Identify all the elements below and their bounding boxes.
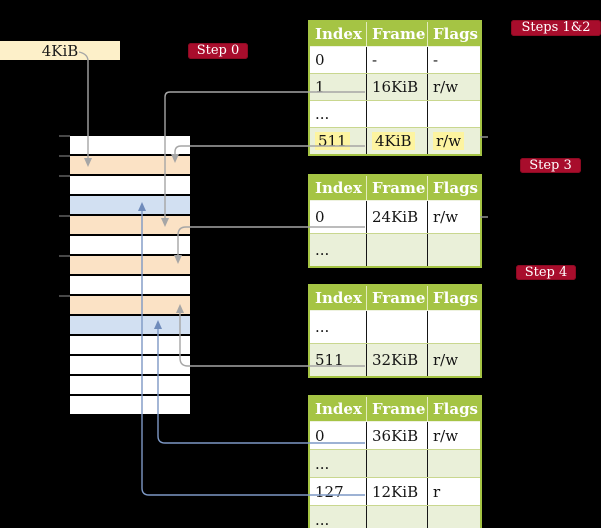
table-cell: 127: [315, 482, 344, 501]
table-row: ...: [310, 100, 480, 127]
column-header: Frame: [366, 22, 427, 46]
table-cell: 12KiB: [366, 478, 427, 505]
table-row: ...: [310, 233, 480, 266]
table-cell: -: [366, 47, 427, 73]
table-cell: -: [427, 47, 480, 73]
table-cell: 1: [315, 78, 325, 96]
table-cell: 511: [310, 128, 366, 154]
table-cell: r/w: [427, 74, 480, 100]
column-header: Frame: [366, 286, 427, 310]
memory-frame-row-blue: [70, 316, 190, 336]
table-cell: [427, 311, 480, 343]
table-cell: [427, 101, 480, 127]
table-cell: 32KiB: [366, 344, 427, 376]
table-cell: 4KiB: [366, 128, 427, 154]
memory-frame-row-wheat: [70, 156, 190, 176]
memory-frame-row-white: [70, 276, 190, 296]
column-header: Index: [315, 400, 362, 418]
badge-step-4: Step 4: [516, 265, 576, 280]
table-cell: ...: [315, 318, 330, 336]
table-cell: ...: [315, 241, 330, 259]
table-cell: 0: [315, 208, 325, 226]
table-row: ...: [310, 505, 480, 528]
memory-tick-marks: [59, 135, 70, 297]
table-row: ...: [310, 310, 480, 343]
table-cell: 0: [315, 426, 325, 445]
physical-memory-column: [70, 136, 190, 416]
badge-step-0: Step 0: [188, 43, 248, 59]
table-cell: r/w: [427, 422, 480, 449]
table-cell: [427, 506, 480, 528]
memory-frame-row-wheat: [70, 216, 190, 236]
column-header: Flags: [427, 176, 480, 200]
table-cell: [427, 234, 480, 266]
table-cell: r/w: [427, 344, 480, 376]
column-header: Flags: [427, 22, 480, 46]
table-cell: ...: [315, 510, 330, 528]
column-header: Frame: [366, 397, 427, 421]
column-header: Index: [315, 179, 362, 197]
column-header: Index: [315, 25, 362, 43]
table-cell: 0: [315, 51, 325, 69]
column-header: Frame: [366, 176, 427, 200]
table-cell: 24KiB: [366, 201, 427, 233]
table-row: ...: [310, 449, 480, 477]
table-row: 0 --: [310, 46, 480, 73]
memory-frame-row-white: [70, 336, 190, 356]
table-cell: [366, 101, 427, 127]
memory-frame-row-white: [70, 356, 190, 376]
memory-frame-row-wheat: [70, 296, 190, 316]
badge-steps-1-2: Steps 1&2: [511, 20, 601, 36]
memory-frame-row-blue: [70, 196, 190, 216]
table-cell: r: [427, 478, 480, 505]
column-header: Flags: [427, 286, 480, 310]
table-cell: r/w: [427, 128, 480, 154]
table-cell: r/w: [427, 201, 480, 233]
table-cell: ...: [315, 105, 330, 123]
memory-frame-row-white: [70, 176, 190, 196]
badge-step-3: Step 3: [520, 158, 581, 173]
column-header: Index: [315, 289, 362, 307]
memory-frame-row-white: [70, 396, 190, 416]
memory-frame-row-white: [70, 136, 190, 156]
table-cell: 16KiB: [366, 74, 427, 100]
memory-frame-row-white: [70, 236, 190, 256]
table-cell: ...: [315, 454, 330, 473]
table-cell: [366, 234, 427, 266]
table-cell: 36KiB: [366, 422, 427, 449]
memory-frame-row-white: [70, 376, 190, 396]
column-header: Flags: [427, 397, 480, 421]
memory-frame-row-wheat: [70, 256, 190, 276]
table-cell: [366, 450, 427, 477]
table-cell: [366, 311, 427, 343]
table-cell: [427, 450, 480, 477]
root-pointer-box: 4KiB: [0, 41, 120, 60]
table-cell: 511: [315, 351, 344, 369]
table-cell: [366, 506, 427, 528]
